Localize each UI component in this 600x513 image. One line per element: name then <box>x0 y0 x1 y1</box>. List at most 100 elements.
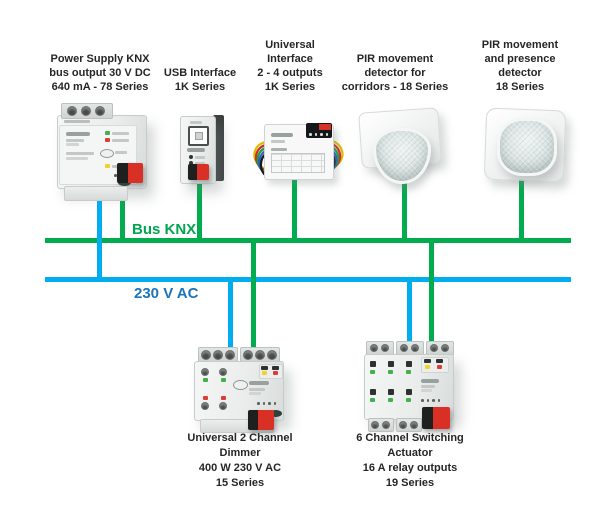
connector-dark-half <box>248 410 258 430</box>
screw-icon <box>95 106 105 116</box>
led-green <box>388 398 393 402</box>
power-supply-label: Power Supply KNX bus output 30 V DC 640 … <box>49 53 151 93</box>
pir-presence-lens <box>497 118 557 176</box>
usb-back-panel <box>213 115 224 181</box>
led-green <box>105 131 110 135</box>
button-cap <box>261 366 268 370</box>
led-red <box>221 396 226 400</box>
screw-icon <box>267 350 277 360</box>
led-red <box>203 396 208 400</box>
usb-port-pin <box>195 132 203 140</box>
channel-switch <box>370 389 376 395</box>
bus-knx-line <box>45 238 571 243</box>
screw-icon <box>219 402 227 410</box>
wire-pir-corridor-knx <box>402 174 407 243</box>
button-cap <box>436 359 443 363</box>
address-table <box>271 153 325 173</box>
led-green <box>370 398 375 402</box>
model-text <box>421 389 432 392</box>
actuator-terminals-top <box>366 341 394 356</box>
wire-dimmer-mains <box>228 277 233 355</box>
power-supply-base <box>64 186 128 201</box>
led-caption <box>112 132 129 135</box>
led-indicator <box>189 155 193 159</box>
led-yellow <box>262 371 267 375</box>
wire-pir-presence-knx <box>519 174 524 243</box>
wire-actuator-knx <box>429 238 434 350</box>
connector-red-half <box>128 163 143 183</box>
finder-logo <box>249 381 269 385</box>
actuator-terminals-bottom <box>396 418 422 432</box>
screw-icon <box>67 106 77 116</box>
connector-pins <box>309 133 328 136</box>
screw-icon <box>370 344 378 352</box>
knx-connector <box>117 163 143 183</box>
screw-icon <box>382 421 390 429</box>
finder-logo <box>187 148 205 152</box>
bus-230vac-label: 230 V AC <box>134 285 199 302</box>
wire-actuator-mains <box>407 277 412 350</box>
led-red <box>105 138 110 142</box>
channel-switch <box>406 389 412 395</box>
wire-dimmer-knx <box>251 238 256 355</box>
finder-logo <box>66 132 90 136</box>
programming-dots <box>257 402 276 405</box>
actuator-image <box>362 341 458 432</box>
wire-universal-knx <box>292 170 297 243</box>
led-green <box>203 378 208 382</box>
ratings-text <box>66 152 94 155</box>
usb-port <box>188 126 209 146</box>
screw-icon <box>201 368 209 376</box>
knx-connector <box>188 164 209 180</box>
finder-logo <box>421 379 439 383</box>
dimmer-label: Universal 2 Channel Dimmer 400 W 230 V A… <box>187 432 293 489</box>
led-green <box>406 370 411 374</box>
screw-icon <box>399 421 407 429</box>
screw-icon <box>255 350 265 360</box>
screw-icon <box>201 402 209 410</box>
led-green <box>370 370 375 374</box>
power-supply-face <box>59 125 137 186</box>
connector-red-half <box>433 407 450 429</box>
led-caption <box>195 162 205 165</box>
channel-switch <box>406 361 412 367</box>
usb-interface-image <box>178 113 226 185</box>
led-yellow <box>425 365 430 369</box>
screw-icon <box>371 421 379 429</box>
connector-red-half <box>197 164 209 180</box>
led-green <box>406 398 411 402</box>
model-text <box>249 392 261 395</box>
universal-interface-label: Universal Interface 2 - 4 outputs 1K Ser… <box>257 39 323 93</box>
connector-dark-half <box>188 164 197 180</box>
pir-corridor-label: PIR movement detector for corridors - 18… <box>341 53 449 93</box>
screw-icon <box>430 344 438 352</box>
actuator-terminals-top <box>426 341 454 356</box>
actuator-label: 6 Channel Switching Actuator 16 A relay … <box>356 432 464 489</box>
channel-switch <box>388 361 394 367</box>
approval-badge <box>100 149 114 158</box>
screw-icon <box>219 368 227 376</box>
plug-connector <box>306 123 332 138</box>
screw-icon <box>400 344 408 352</box>
dimmer-terminals-right <box>240 347 280 363</box>
screw-icon <box>410 421 418 429</box>
universal-interface-box <box>264 124 334 180</box>
led-red <box>273 371 278 375</box>
actuator-terminals-bottom <box>368 418 394 432</box>
wire-usb-knx <box>197 180 202 243</box>
screw-icon <box>243 350 253 360</box>
screw-icon <box>213 350 223 360</box>
terminal-marks <box>64 120 90 123</box>
address-text <box>271 148 287 151</box>
pir-corridor-lens <box>373 128 431 184</box>
knx-connector <box>248 410 274 430</box>
channel-switch <box>388 389 394 395</box>
connector-dark-half <box>422 407 433 429</box>
ratings-text <box>115 151 127 154</box>
connector-red-half <box>258 410 274 430</box>
ratings-text <box>66 157 88 160</box>
button-cap <box>424 359 431 363</box>
screw-icon <box>201 350 211 360</box>
usb-interface-label: USB Interface 1K Series <box>163 67 237 93</box>
